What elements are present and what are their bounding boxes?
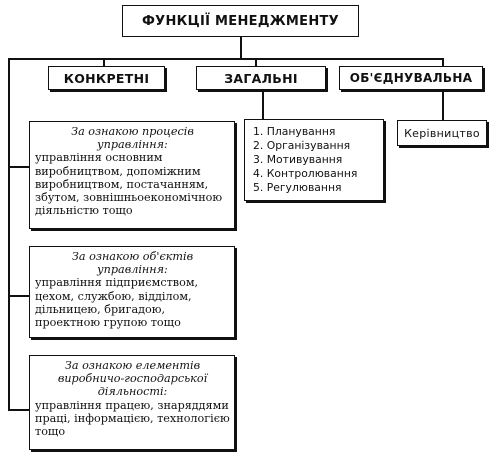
specific-trunk	[8, 58, 10, 410]
drop-general	[255, 58, 257, 66]
unifying-stem	[442, 90, 444, 120]
group-caption: За ознакою елементів виробничо-господарс…	[57, 359, 208, 399]
diagram-title: ФУНКЦІЇ МЕНЕДЖМЕНТУ	[122, 5, 359, 37]
list-item: 1. Планування	[253, 125, 336, 138]
title-stem	[240, 37, 242, 59]
group-caption: За ознакою об'єктів управління:	[71, 250, 194, 277]
unifying-leadership: Керівництво	[397, 120, 487, 146]
specific-group-elements: За ознакою елементів виробничо-господарс…	[29, 355, 235, 450]
list-item: 5. Регулювання	[253, 181, 342, 194]
group-caption: За ознакою процесів управління:	[71, 125, 194, 152]
general-stem	[262, 90, 264, 120]
specific-group-objects: За ознакою об'єктів управління: управлін…	[29, 246, 235, 338]
general-functions-list: 1. Планування 2. Організування 3. Мотиву…	[244, 119, 384, 201]
specific-group-processes: За ознакою процесів управління: управлін…	[29, 121, 235, 229]
category-specific: КОНКРЕТНІ	[48, 66, 165, 90]
category-unifying: ОБ'ЄДНУВАЛЬНА	[339, 66, 483, 90]
top-horizontal-connector	[8, 58, 443, 60]
list-item: 3. Мотивування	[253, 153, 343, 166]
list-item: 4. Контролювання	[253, 167, 358, 180]
branch-2	[8, 295, 29, 297]
drop-specific	[103, 58, 105, 66]
group-text: управління підприємством, цехом, службою…	[35, 276, 199, 330]
category-general: ЗАГАЛЬНІ	[196, 66, 326, 90]
group-text: управління основним виробництвом, допомі…	[35, 151, 223, 218]
list-item: 2. Організування	[253, 139, 351, 152]
drop-unifying	[442, 58, 444, 66]
branch-1	[8, 166, 29, 168]
branch-3	[8, 409, 29, 411]
group-text: управління працею, знаряддями праці, інф…	[35, 398, 230, 439]
